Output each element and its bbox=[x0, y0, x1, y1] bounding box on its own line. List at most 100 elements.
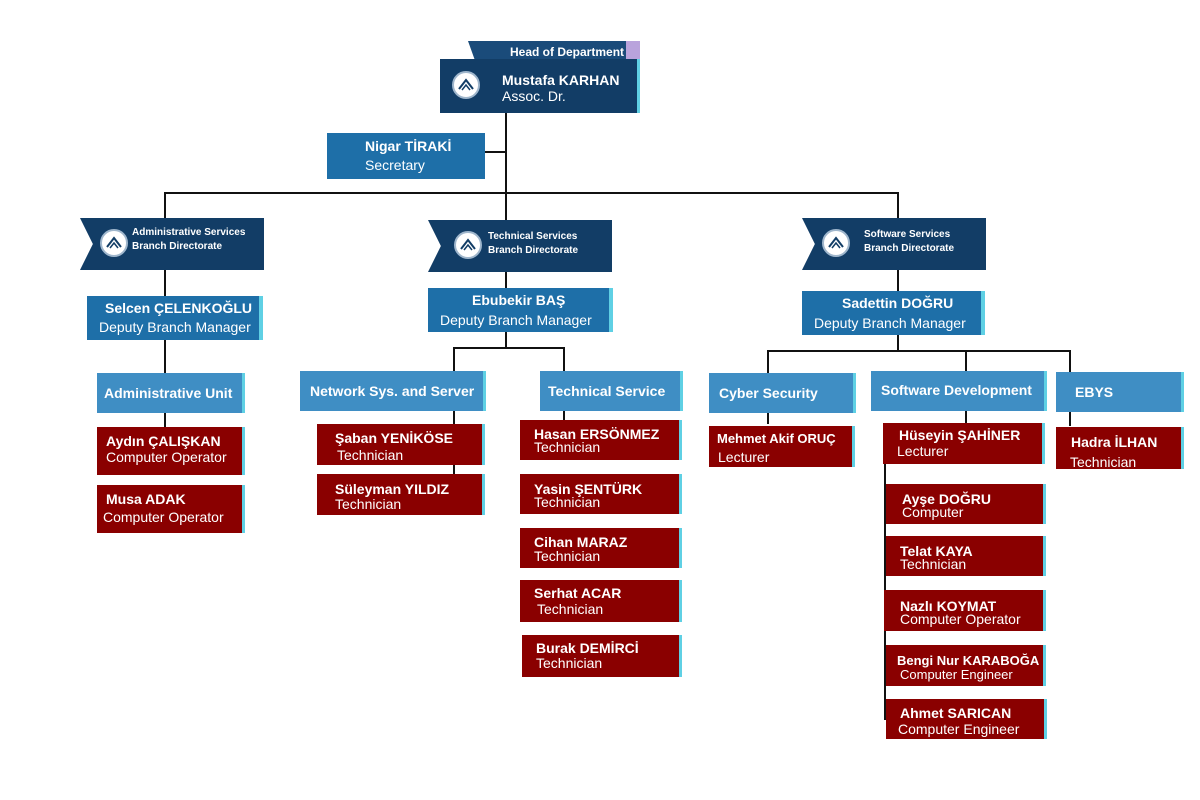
manager-title: Deputy Branch Manager bbox=[814, 315, 966, 331]
manager-name: Selcen ÇELENKOĞLU bbox=[105, 300, 253, 316]
directorate-software: Software Services Branch Directorate bbox=[802, 218, 986, 270]
manager-software: Sadettin DOĞRU Deputy Branch Manager bbox=[802, 291, 985, 335]
unit-network: Network Sys. and Server bbox=[300, 371, 486, 411]
unit-cyber-security: Cyber Security bbox=[709, 373, 856, 413]
staff-card: Serhat ACAR Technician bbox=[520, 580, 682, 622]
unit-label: Technical Service bbox=[548, 383, 666, 399]
staff-card: Bengi Nur KARABOĞA Computer Engineer bbox=[886, 645, 1046, 686]
staff-name: Serhat ACAR bbox=[534, 585, 622, 601]
staff-name: Hadra İLHAN bbox=[1071, 434, 1158, 450]
directorate-line2: Branch Directorate bbox=[132, 241, 223, 252]
connector-head-vertical bbox=[505, 110, 507, 194]
staff-card: Ahmet SARICAN Computer Engineer bbox=[886, 699, 1047, 739]
directorate-line2: Branch Directorate bbox=[864, 243, 955, 254]
directorate-technical: Technical Services Branch Directorate bbox=[428, 220, 612, 272]
connector-tech-drop bbox=[505, 192, 507, 222]
staff-card: Cihan MARAZ Technician bbox=[520, 528, 682, 568]
unit-label: Administrative Unit bbox=[104, 385, 233, 401]
manager-technical: Ebubekir BAŞ Deputy Branch Manager bbox=[428, 288, 613, 332]
head-name: Mustafa KARHAN bbox=[502, 72, 620, 88]
unit-label: Network Sys. and Server bbox=[310, 383, 475, 399]
staff-card: Hadra İLHAN Technician bbox=[1056, 427, 1184, 470]
staff-name: Nazlı KOYMAT bbox=[900, 598, 997, 614]
university-logo-icon bbox=[100, 229, 128, 257]
connector-secretary bbox=[482, 151, 506, 153]
manager-title: Deputy Branch Manager bbox=[99, 319, 251, 335]
unit-administrative: Administrative Unit bbox=[97, 373, 245, 413]
unit-label: Software Development bbox=[881, 382, 1032, 398]
directorate-line1: Technical Services bbox=[488, 231, 578, 242]
staff-name: Aydın ÇALIŞKAN bbox=[106, 433, 221, 449]
connector-network-drop bbox=[453, 347, 455, 475]
staff-title: Computer Operator bbox=[900, 611, 1021, 627]
manager-name: Ebubekir BAŞ bbox=[472, 292, 566, 308]
unit-label: EBYS bbox=[1075, 384, 1114, 400]
staff-name: Şaban YENİKÖSE bbox=[335, 430, 454, 446]
manager-name: Sadettin DOĞRU bbox=[842, 295, 954, 311]
connector-admin-vertical bbox=[164, 268, 166, 428]
staff-name: Hasan ERSÖNMEZ bbox=[534, 426, 660, 442]
directorate-line1: Software Services bbox=[864, 229, 951, 240]
staff-name: Ayşe DOĞRU bbox=[902, 491, 991, 507]
staff-title: Technician bbox=[534, 548, 601, 564]
staff-title: Computer Operator bbox=[106, 449, 227, 465]
connector-soft-horizontal bbox=[767, 350, 1071, 352]
staff-name: Yasin ŞENTÜRK bbox=[534, 481, 643, 497]
staff-title: Computer Operator bbox=[103, 509, 224, 525]
staff-name: Bengi Nur KARABOĞA bbox=[897, 653, 1040, 668]
connector-main-horizontal bbox=[164, 192, 899, 194]
staff-title: Lecturer bbox=[718, 449, 770, 465]
staff-card: Süleyman YILDIZ Technician bbox=[317, 474, 485, 515]
directorate-line1: Administrative Services bbox=[132, 227, 246, 238]
head-title: Assoc. Dr. bbox=[502, 88, 566, 104]
staff-title: Lecturer bbox=[897, 443, 949, 459]
staff-name: Mehmet Akif ORUÇ bbox=[717, 431, 836, 446]
staff-title: Technician bbox=[536, 655, 603, 671]
staff-name: Ahmet SARICAN bbox=[900, 705, 1012, 721]
unit-label: Cyber Security bbox=[719, 385, 818, 401]
staff-title: Technician bbox=[900, 556, 967, 572]
staff-card: Nazlı KOYMAT Computer Operator bbox=[884, 590, 1046, 631]
head-tag-label: Head of Department bbox=[510, 45, 625, 59]
staff-name: Musa ADAK bbox=[106, 491, 186, 507]
staff-title: Computer Engineer bbox=[898, 721, 1020, 737]
staff-card: Mehmet Akif ORUÇ Lecturer bbox=[709, 426, 855, 467]
staff-title: Technician bbox=[537, 601, 604, 617]
staff-title: Technician bbox=[1070, 454, 1137, 470]
staff-title: Technician bbox=[534, 439, 601, 455]
secretary-box: Nigar TİRAKİ Secretary bbox=[327, 133, 485, 179]
manager-title: Deputy Branch Manager bbox=[440, 312, 592, 328]
directorate-line2: Branch Directorate bbox=[488, 245, 579, 256]
staff-card: Telat KAYA Technician bbox=[886, 536, 1046, 576]
connector-soft-drop bbox=[897, 192, 899, 222]
staff-name: Hüseyin ŞAHİNER bbox=[899, 427, 1021, 443]
staff-name: Cihan MARAZ bbox=[534, 534, 628, 550]
unit-technical-service: Technical Service bbox=[540, 371, 683, 411]
staff-card: Musa ADAK Computer Operator bbox=[97, 485, 245, 533]
head-of-department-box: Mustafa KARHAN Assoc. Dr. bbox=[440, 59, 640, 113]
staff-card: Yasin ŞENTÜRK Technician bbox=[520, 474, 682, 514]
unit-ebys: EBYS bbox=[1056, 372, 1184, 412]
staff-card: Aydın ÇALIŞKAN Computer Operator bbox=[97, 427, 245, 475]
manager-administrative: Selcen ÇELENKOĞLU Deputy Branch Manager bbox=[87, 296, 263, 340]
staff-title: Technician bbox=[534, 494, 601, 510]
connector-tech-horizontal bbox=[453, 347, 565, 349]
staff-name: Telat KAYA bbox=[900, 543, 973, 559]
staff-card: Ayşe DOĞRU Computer bbox=[886, 484, 1046, 524]
staff-title: Computer bbox=[902, 504, 964, 520]
staff-card: Şaban YENİKÖSE Technician bbox=[317, 424, 485, 465]
staff-name: Süleyman YILDIZ bbox=[335, 481, 450, 497]
staff-card: Hüseyin ŞAHİNER Lecturer bbox=[883, 423, 1045, 464]
staff-name: Burak DEMİRCİ bbox=[536, 640, 639, 656]
unit-software-development: Software Development bbox=[871, 371, 1047, 411]
secretary-title: Secretary bbox=[365, 157, 425, 173]
staff-title: Technician bbox=[335, 496, 402, 512]
university-logo-icon bbox=[454, 231, 482, 259]
staff-title: Computer Engineer bbox=[900, 667, 1013, 682]
staff-card: Hasan ERSÖNMEZ Technician bbox=[520, 420, 682, 460]
staff-title: Technician bbox=[337, 447, 404, 463]
secretary-name: Nigar TİRAKİ bbox=[365, 138, 452, 154]
staff-card: Burak DEMİRCİ Technician bbox=[522, 635, 682, 677]
university-logo-icon bbox=[822, 229, 850, 257]
directorate-administrative: Administrative Services Branch Directora… bbox=[80, 218, 264, 270]
